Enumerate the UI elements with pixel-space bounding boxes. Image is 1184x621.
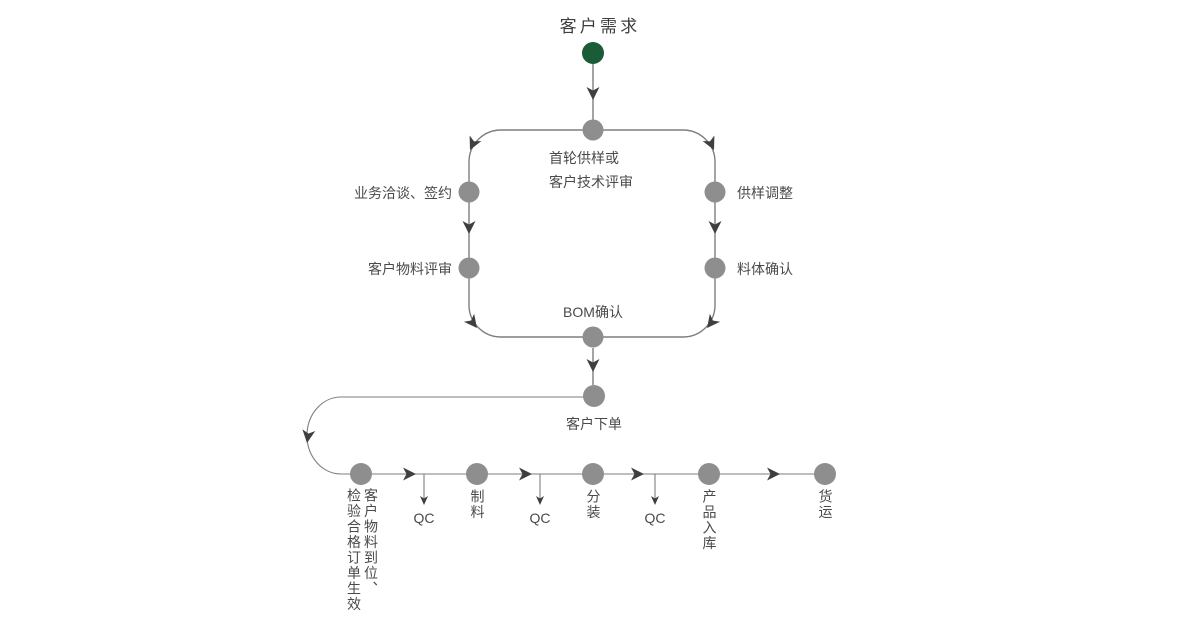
label-first-sampling: 首轮供样或 客户技术评审 (549, 150, 633, 190)
arrow-qc-1 (420, 496, 428, 505)
label-sample-adjustment: 供样调整 (737, 185, 793, 201)
arrowheads (302, 87, 780, 505)
node-sample-adjustment (704, 181, 726, 203)
label-qc-2: QC (529, 510, 551, 526)
node-material-confirmation (704, 257, 726, 279)
arrow-loop-bottomleft (463, 313, 477, 328)
node-packaging (582, 463, 604, 485)
label-material-confirmation: 料体确认 (737, 261, 793, 277)
node-customer-order (583, 385, 605, 407)
label-freight: 货运 (817, 489, 834, 520)
arrow-loop-right (708, 221, 722, 234)
arrow-to-order (586, 359, 600, 372)
label-material-ready: 客户物料到位、 检验合格订单生效 (346, 488, 379, 612)
node-loop-top (582, 119, 604, 141)
label-packaging: 分装 (585, 489, 602, 520)
label-qc-1: QC (413, 510, 435, 526)
node-warehousing (698, 463, 720, 485)
arrow-loop-topleft (469, 135, 482, 150)
arrow-line-3 (631, 467, 644, 481)
page-title: 客户需求 (559, 17, 641, 36)
node-freight (814, 463, 836, 485)
node-bom-confirmation (582, 326, 604, 348)
arrow-start-down (586, 87, 600, 100)
connector-order-to-production (306, 396, 825, 475)
arrow-loop-bottomright (707, 313, 721, 328)
label-making-material: 制料 (469, 489, 486, 520)
arrow-line-2 (519, 467, 532, 481)
node-business-negotiation (458, 181, 480, 203)
arrow-line-1 (403, 467, 416, 481)
arrow-loop-left (462, 221, 476, 234)
node-material-ready (350, 463, 372, 485)
arrow-line-4 (767, 467, 780, 481)
node-customer-material-review (458, 257, 480, 279)
arrow-loop-topright (702, 135, 715, 150)
label-customer-material-review: 客户物料评审 (368, 261, 452, 277)
label-bom-confirmation: BOM确认 (563, 304, 623, 320)
label-business-negotiation: 业务洽谈、签约 (354, 185, 452, 201)
arrow-qc-3 (651, 496, 659, 505)
node-making-material (466, 463, 488, 485)
arrow-qc-2 (536, 496, 544, 505)
node-customer-demand (582, 42, 604, 64)
label-qc-3: QC (644, 510, 666, 526)
label-customer-order: 客户下单 (566, 416, 622, 432)
label-warehousing: 产品入库 (701, 489, 718, 551)
arrow-uturn (302, 429, 316, 443)
